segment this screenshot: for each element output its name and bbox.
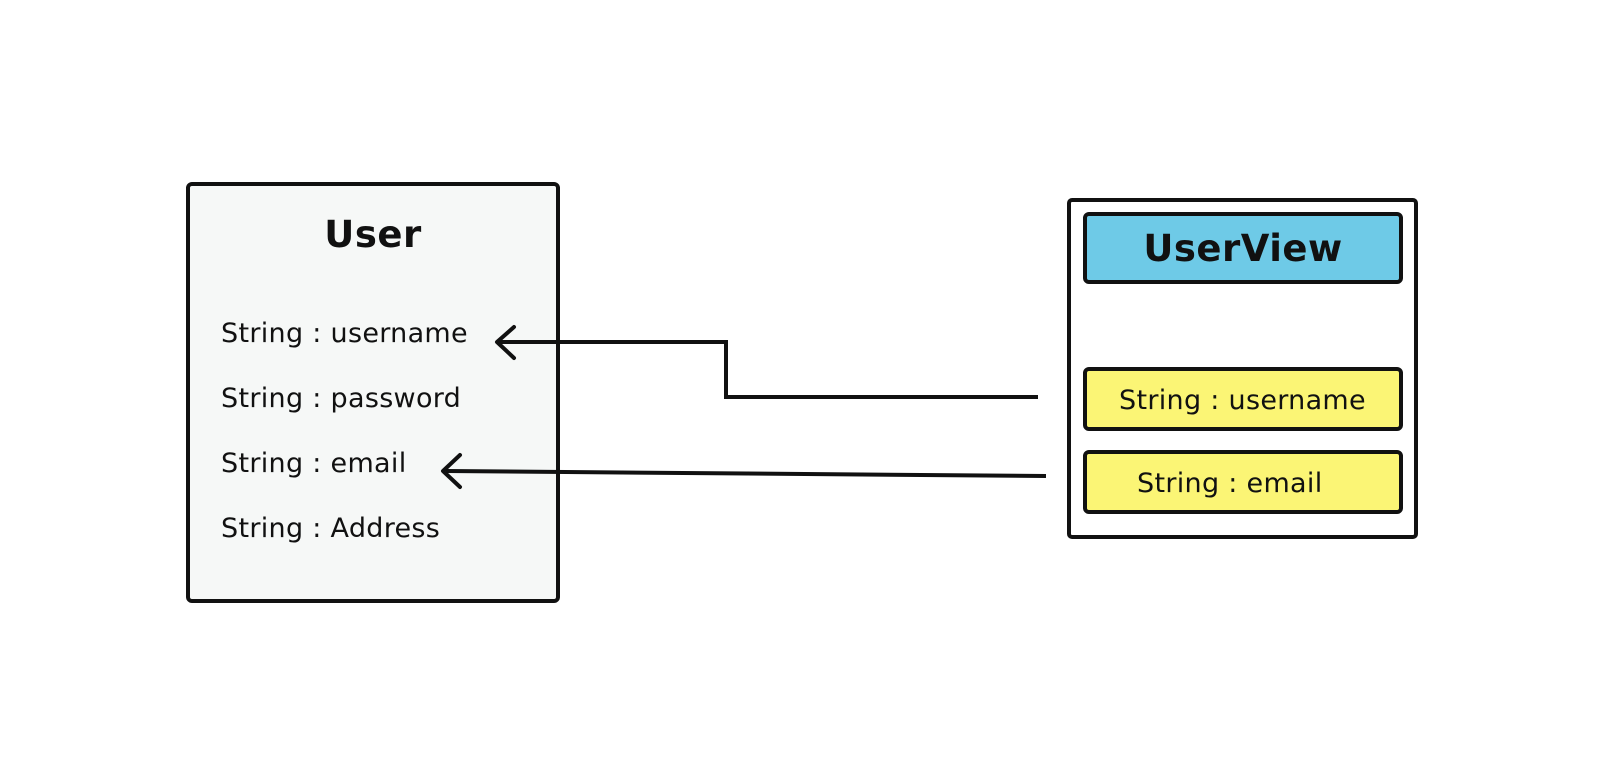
userview-field-username: String : username bbox=[1083, 367, 1403, 431]
user-field-address: String : Address bbox=[221, 513, 441, 544]
user-field-username: String : username bbox=[221, 318, 468, 349]
email-mapping-arrow bbox=[441, 453, 1047, 489]
userview-field-email-label: String : email bbox=[1137, 468, 1323, 499]
userview-field-username-label: String : username bbox=[1119, 385, 1366, 416]
userview-field-email: String : email bbox=[1083, 450, 1403, 514]
userview-header: UserView bbox=[1083, 212, 1403, 284]
user-class-box: User String : username String : password… bbox=[186, 182, 560, 603]
username-mapping-arrow bbox=[495, 325, 1038, 399]
userview-class-box: UserView String : username String : emai… bbox=[1067, 198, 1418, 539]
user-field-password: String : password bbox=[221, 383, 462, 414]
user-field-email: String : email bbox=[221, 448, 407, 479]
userview-class-title: UserView bbox=[1143, 226, 1343, 270]
user-class-title: User bbox=[324, 213, 422, 256]
